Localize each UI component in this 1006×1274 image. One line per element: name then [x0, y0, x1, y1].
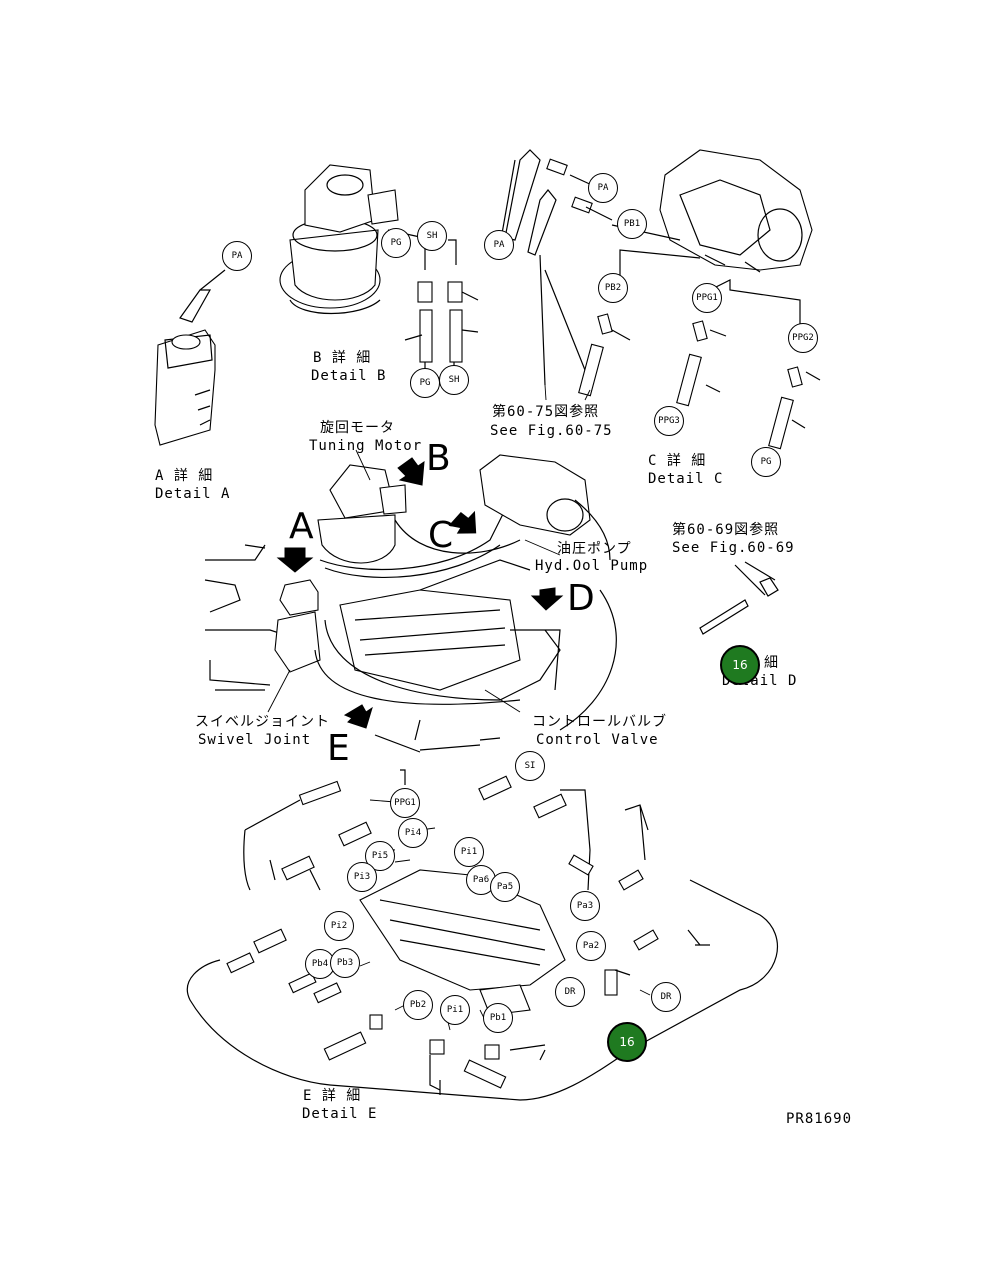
part-marker[interactable]: 16	[607, 1022, 647, 1062]
callout-pa3: Pa3	[570, 891, 600, 921]
turning-motor-ja: 旋回モータ	[320, 420, 395, 436]
hyd-pump-ja: 油圧ポンプ	[557, 541, 632, 557]
detail-a-drawing	[154, 269, 226, 446]
view-letter-b: B	[426, 438, 451, 479]
callout-pa: PA	[588, 173, 618, 203]
callout-sh: SH	[439, 365, 469, 395]
ref-60-69-en: See Fig.60-69	[672, 540, 795, 556]
detail-d-drawing	[699, 561, 779, 635]
detail-c-drawing	[499, 149, 821, 450]
view-letter-d: D	[567, 578, 595, 619]
callout-pa: PA	[222, 241, 252, 271]
detail-e-ja: E 詳 細	[303, 1088, 362, 1104]
main-assembly-drawing	[204, 384, 617, 753]
callout-pg: PG	[751, 447, 781, 477]
ref-60-69-ja: 第60-69図参照	[672, 522, 780, 538]
swivel-joint-en: Swivel Joint	[198, 732, 312, 748]
callout-dr: DR	[651, 982, 681, 1012]
callout-pa5: Pa5	[490, 872, 520, 902]
callout-pi3: Pi3	[347, 862, 377, 892]
callout-dr: DR	[555, 977, 585, 1007]
part-marker[interactable]: 16	[720, 645, 760, 685]
view-letter-c: C	[428, 515, 454, 556]
detail-d-ja: 細	[764, 655, 779, 671]
control-valve-ja: コントロールバルブ	[532, 714, 667, 730]
detail-c-en: Detail C	[648, 471, 724, 487]
control-valve-en: Control Valve	[536, 732, 659, 748]
callout-pb1: PB1	[617, 209, 647, 239]
callout-si: SI	[515, 751, 545, 781]
callout-pb3: Pb3	[330, 948, 360, 978]
callout-pa2: Pa2	[576, 931, 606, 961]
ref-60-75-en: See Fig.60-75	[490, 423, 613, 439]
callout-sh: SH	[417, 221, 447, 251]
callout-pb1: Pb1	[483, 1003, 513, 1033]
detail-a-en: Detail A	[155, 486, 231, 502]
callout-ppg1: PPG1	[390, 788, 420, 818]
callout-pi1: Pi1	[440, 995, 470, 1025]
detail-e-drawing	[186, 769, 778, 1101]
callout-pi2: Pi2	[324, 911, 354, 941]
detail-a-ja: A 詳 細	[155, 468, 214, 484]
hyd-pump-en: Hyd.Ool Pump	[535, 558, 649, 574]
figure-id: PR81690	[786, 1111, 853, 1127]
detail-b-drawing	[279, 164, 479, 372]
callout-pi4: Pi4	[398, 818, 428, 848]
callout-pa: PA	[484, 230, 514, 260]
detail-b-en: Detail B	[311, 368, 387, 384]
swivel-joint-ja: スイベルジョイント	[195, 714, 330, 730]
callout-pi1: Pi1	[454, 837, 484, 867]
callout-pg: PG	[410, 368, 440, 398]
callout-ppg3: PPG3	[654, 406, 684, 436]
callout-ppg1: PPG1	[692, 283, 722, 313]
detail-b-ja: B 詳 細	[313, 350, 372, 366]
view-letter-a: A	[289, 506, 314, 547]
ref-60-75-ja: 第60-75図参照	[492, 404, 600, 420]
callout-pg: PG	[381, 228, 411, 258]
detail-c-ja: C 詳 細	[648, 453, 707, 469]
callout-pb2: Pb2	[403, 990, 433, 1020]
view-letter-e: E	[327, 728, 350, 769]
callout-ppg2: PPG2	[788, 323, 818, 353]
callout-pb2: PB2	[598, 273, 628, 303]
turning-motor-en: Tuning Motor	[309, 438, 423, 454]
detail-e-en: Detail E	[302, 1106, 378, 1122]
